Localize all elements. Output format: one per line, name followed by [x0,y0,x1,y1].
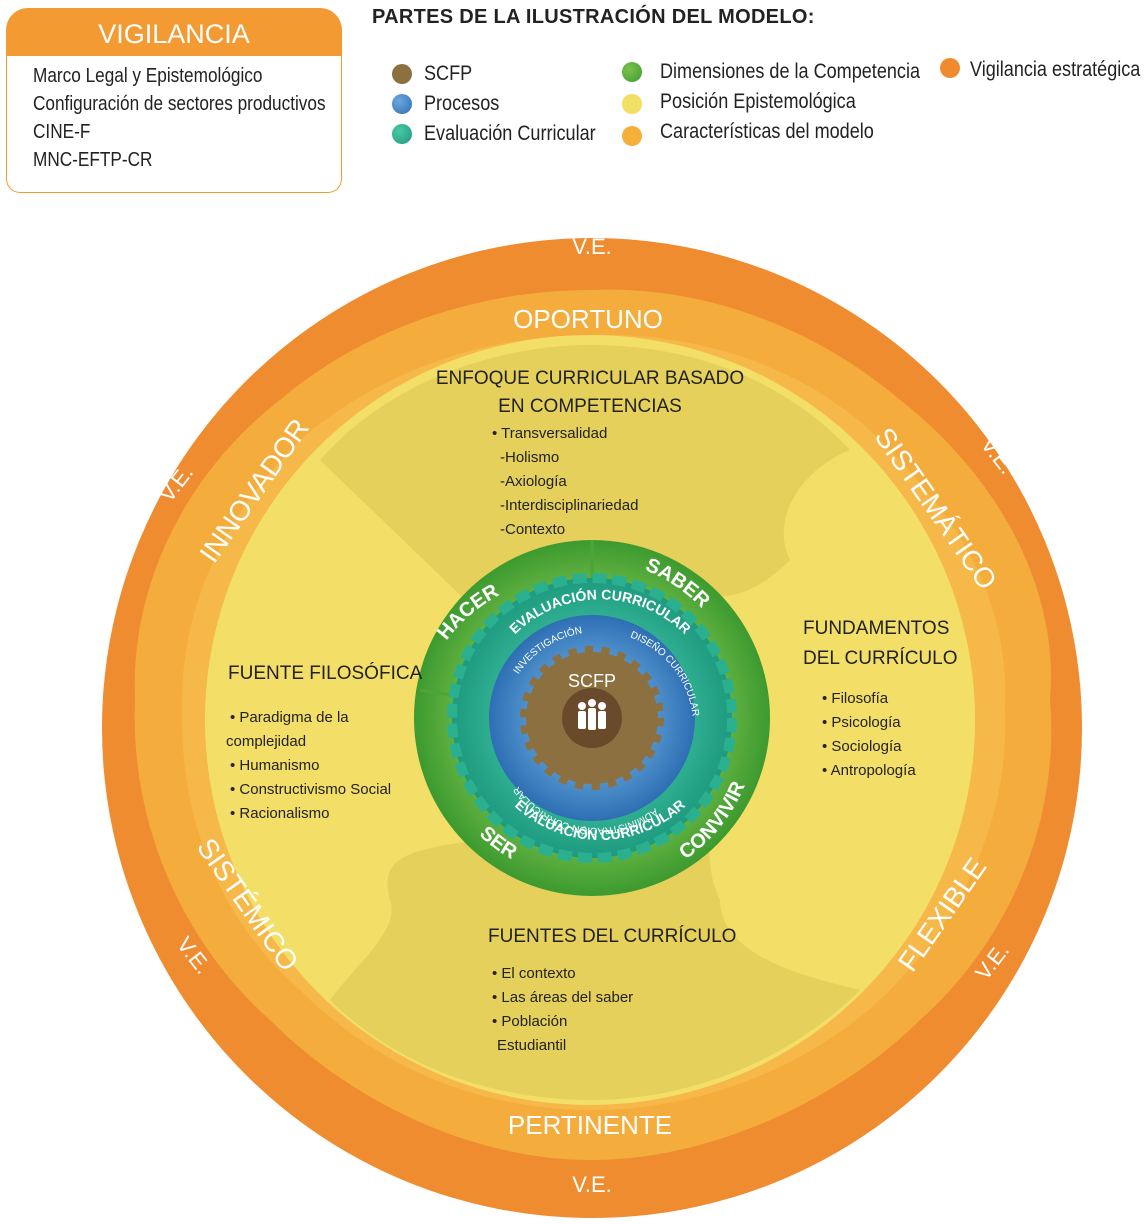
quadrant-top-item: -Holismo [500,449,559,466]
quadrant-top-title-1: ENFOQUE CURRICULAR BASADO [436,368,744,389]
ve-label-top: V.E. [572,234,612,259]
quadrant-top-item: -Axiología [500,473,567,490]
legend-swatch-scfp-gear-icon [392,64,412,84]
quadrant-left-item: complejidad [226,733,306,750]
legend-item-characteristics: Características del modelo [660,120,874,143]
legend-title: PARTES DE LA ILUSTRACIÓN DEL MODELO: [372,6,815,28]
legend-item-evaluation: Evaluación Curricular [424,122,596,145]
ve-label-bottom: V.E. [572,1172,612,1197]
vigilance-box: VIGILANCIA ESTRATÉGICA Marco Legal y Epi… [6,8,342,194]
legend-swatch-epistemological [622,94,642,114]
quadrant-right-title-1: FUNDAMENTOS [803,618,949,639]
legend-swatch-dimensions [622,62,642,82]
quadrant-top-item: • Transversalidad [492,425,607,442]
quadrant-right-item: • Antropología [822,762,916,779]
vigilance-item: Configuración de sectores productivos [33,93,326,115]
characteristic-bottom: PERTINENTE [508,1110,672,1140]
legend-item-scfp: SCFP [424,62,473,85]
quadrant-left-item: • Humanismo [230,757,319,774]
legend-item-vigilance: Vigilancia estratégica [970,58,1141,81]
legend-swatch-processes [392,94,412,114]
vigilance-box-list: Marco Legal y Epistemológico Configuraci… [6,56,342,193]
vigilance-item: MNC-EFTP-CR [33,149,153,171]
epistemology-segment-bottom [330,720,860,1100]
quadrant-right-item: • Sociología [822,738,902,755]
legend-item-processes: Procesos [424,92,500,115]
quadrant-right-item: • Filosofía [822,690,889,707]
legend-item-epistemological: Posición Epistemológica [660,90,856,113]
vigilance-item: CINE-F [33,121,91,143]
vigilance-item: Marco Legal y Epistemológico [33,65,263,87]
people-figures-icon [578,699,606,730]
quadrant-top-item: -Contexto [500,521,565,538]
quadrant-top-item: -Interdisciplinariedad [500,497,638,514]
legend-swatch-vigilance [940,58,960,78]
quadrant-left-item: • Constructivismo Social [230,781,391,798]
quadrant-left-item: • Racionalismo [230,805,329,822]
quadrant-bottom-title: FUENTES DEL CURRÍCULO [488,926,736,947]
legend-swatch-evaluation [392,124,412,144]
quadrant-bottom-item: • Población [492,1013,567,1030]
characteristic-top: OPORTUNO [513,304,663,334]
legend-swatch-characteristics [622,126,642,146]
center-label: SCFP [568,671,616,691]
quadrant-top-title-2: EN COMPETENCIAS [498,396,682,417]
quadrant-bottom-item: • El contexto [492,965,576,982]
quadrant-right-title-2: DEL CURRÍCULO [803,648,958,669]
epistemology-segment-top [320,345,850,720]
quadrant-left-item: • Paradigma de la [230,709,349,726]
legend-item-dimensions: Dimensiones de la Competencia [660,60,921,83]
quadrant-left-title: FUENTE FILOSÓFICA [228,662,423,684]
quadrant-bottom-item: Estudiantil [497,1037,566,1054]
quadrant-bottom-item: • Las áreas del saber [492,989,633,1006]
quadrant-right-item: • Psicología [822,714,901,731]
